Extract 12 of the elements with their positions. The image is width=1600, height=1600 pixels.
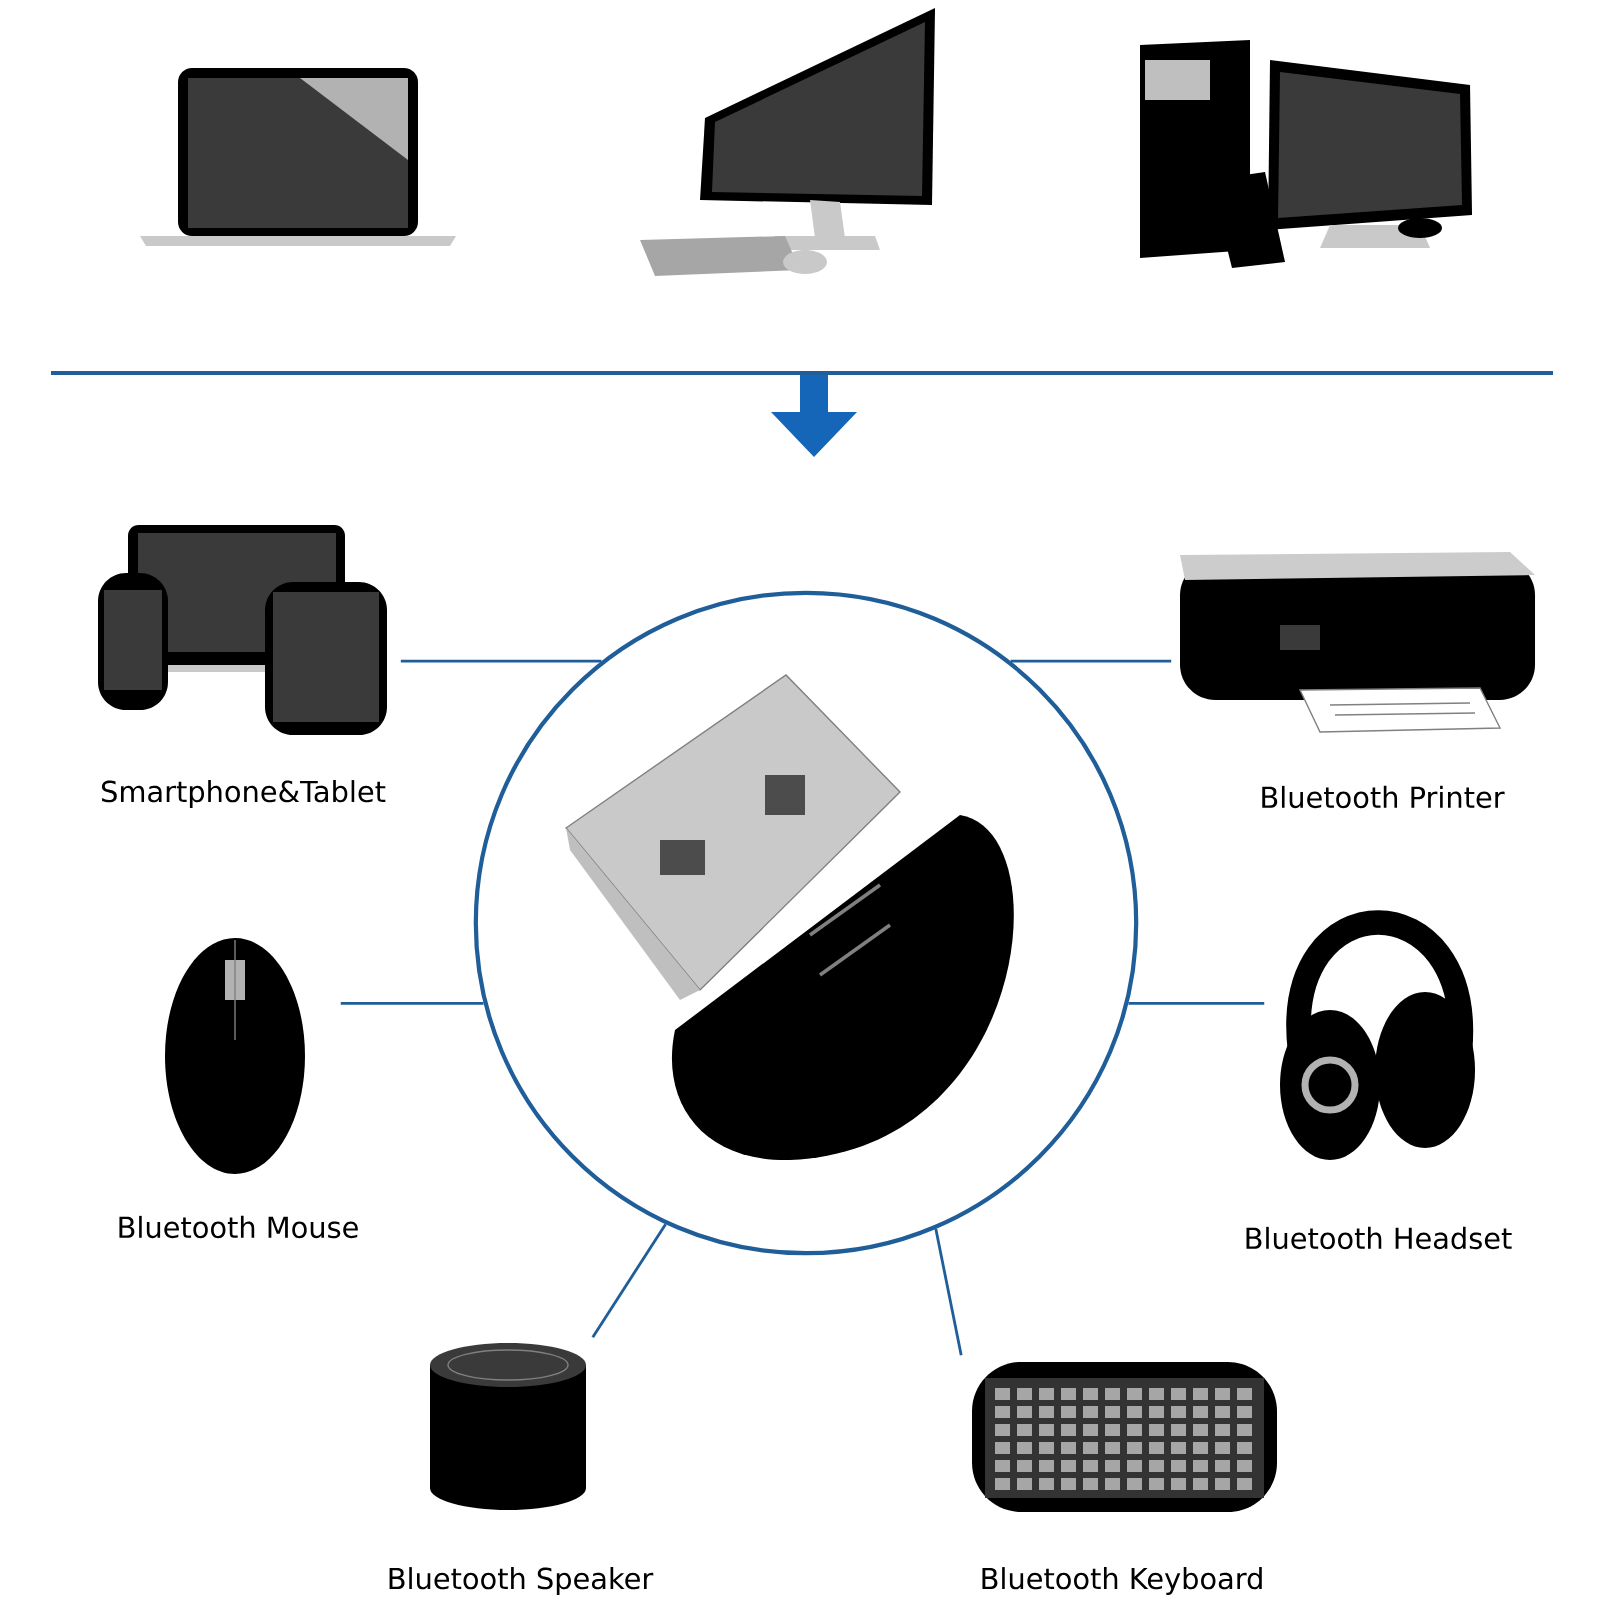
device-label: Bluetooth Mouse <box>119 1215 358 1239</box>
connector-line <box>1128 1002 1265 1005</box>
device-label: Bluetooth Printer <box>1262 785 1505 809</box>
connector-line <box>591 1223 667 1338</box>
connector-line <box>1010 659 1172 663</box>
connector-line <box>934 1228 963 1356</box>
device-label: Bluetooth Headset <box>1246 1226 1512 1250</box>
device-label: Smartphone&Tablet <box>101 780 386 808</box>
connector-line <box>340 1002 484 1005</box>
connector-line <box>400 659 602 663</box>
device-label: Bluetooth Keyboard <box>982 1567 1262 1595</box>
device-label: Bluetooth Speaker <box>389 1567 654 1595</box>
